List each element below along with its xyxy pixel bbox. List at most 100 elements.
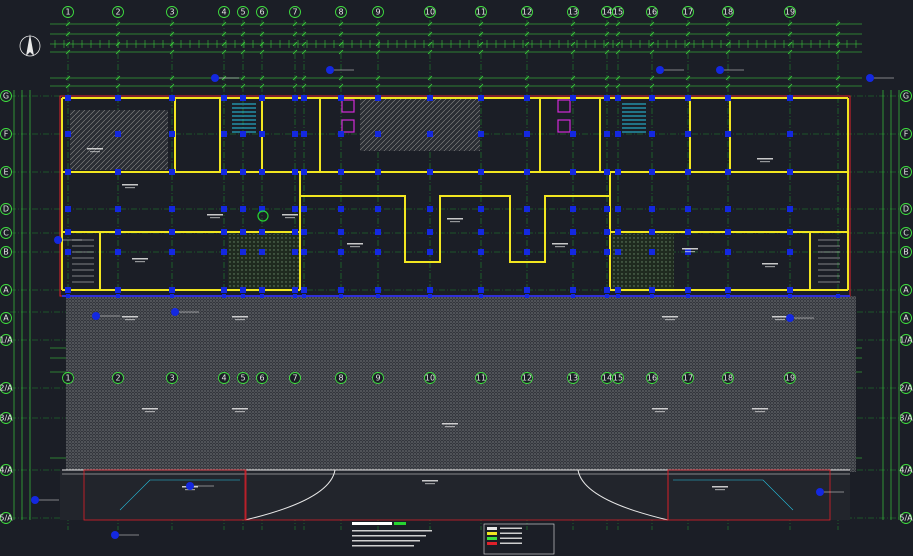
axis-bubble-left-label: 2/A bbox=[0, 384, 13, 393]
dimension-tick bbox=[375, 41, 381, 47]
column bbox=[338, 131, 344, 137]
dimension-tick bbox=[301, 75, 307, 81]
axis-bubble-top-label: 11 bbox=[476, 8, 486, 17]
axis-bubble-top-label: 9 bbox=[375, 8, 380, 17]
axis-bubble-top bbox=[166, 6, 178, 18]
dimension-tick bbox=[240, 49, 246, 55]
annotation-mark bbox=[765, 266, 775, 268]
axis-bubble-top-label: 17 bbox=[683, 8, 693, 17]
column bbox=[338, 249, 344, 255]
dimension-tick bbox=[787, 75, 793, 81]
dimension-tick bbox=[478, 41, 484, 47]
column bbox=[65, 249, 71, 255]
dimension-tick bbox=[787, 83, 793, 89]
boundary-line bbox=[83, 469, 247, 521]
lobby-hatch bbox=[360, 97, 480, 151]
dimension-tick bbox=[570, 31, 576, 37]
dimension-tick bbox=[725, 75, 731, 81]
ramp-curve bbox=[244, 469, 336, 521]
axis-bubble-right bbox=[900, 512, 912, 524]
elevator-shaft bbox=[341, 99, 355, 113]
column bbox=[615, 229, 621, 235]
column bbox=[788, 294, 792, 298]
annotation-mark bbox=[760, 161, 770, 163]
axis-bubble-left-label: F bbox=[4, 130, 9, 139]
annotation-mark bbox=[232, 316, 248, 318]
dimension-tick bbox=[835, 49, 841, 55]
axis-bubble-bottom bbox=[475, 372, 487, 384]
column bbox=[524, 169, 530, 175]
column bbox=[221, 169, 227, 175]
axis-bubble-top bbox=[612, 6, 624, 18]
axis-bubble-left bbox=[0, 90, 12, 102]
drawing-note-line bbox=[352, 530, 432, 532]
column bbox=[649, 206, 655, 212]
inner-wall bbox=[300, 171, 611, 290]
dimension-tick bbox=[292, 21, 298, 27]
annotation-mark bbox=[122, 184, 138, 186]
annotation-mark bbox=[90, 151, 100, 153]
axis-bubble-right bbox=[900, 464, 912, 476]
axis-bubble-bottom bbox=[112, 372, 124, 384]
dimension-tick bbox=[65, 41, 71, 47]
dimension-tick bbox=[649, 41, 655, 47]
column bbox=[259, 131, 265, 137]
ramp-curve bbox=[577, 469, 669, 521]
axis-bubble-left-label: C bbox=[3, 229, 9, 238]
annotation-mark bbox=[145, 411, 155, 413]
north-arrow-pointer bbox=[26, 34, 34, 56]
dimension-tick bbox=[375, 49, 381, 55]
axis-bubble-right bbox=[900, 312, 912, 324]
dimension-tick bbox=[725, 83, 731, 89]
axis-bubble-top-label: 14 bbox=[602, 8, 612, 17]
column bbox=[375, 206, 381, 212]
axis-bubble-bottom bbox=[612, 372, 624, 384]
dimension-tick bbox=[221, 49, 227, 55]
dimension-tick bbox=[478, 49, 484, 55]
axis-bubble-bottom-label: 8 bbox=[338, 374, 343, 383]
column bbox=[292, 169, 298, 175]
dimension-tick bbox=[375, 75, 381, 81]
axis-bubble-bottom-label: 17 bbox=[683, 374, 693, 383]
column bbox=[605, 294, 609, 298]
dimension-tick bbox=[301, 83, 307, 89]
dimension-tick bbox=[524, 21, 530, 27]
column bbox=[725, 95, 731, 101]
dimension-tick bbox=[259, 31, 265, 37]
dimension-tick bbox=[115, 83, 121, 89]
axis-bubble-top bbox=[256, 6, 268, 18]
column bbox=[376, 294, 380, 298]
axis-bubble-left-label: G bbox=[3, 92, 9, 101]
dimension-tick bbox=[259, 49, 265, 55]
column bbox=[616, 294, 620, 298]
dimension-tick bbox=[292, 75, 298, 81]
annotation-mark bbox=[442, 423, 458, 425]
north-arrow-icon bbox=[19, 34, 41, 57]
axis-bubble-left bbox=[0, 128, 12, 140]
dimension-tick bbox=[65, 75, 71, 81]
dimension-tick bbox=[427, 75, 433, 81]
callout-marker bbox=[92, 312, 100, 320]
dimension-tick bbox=[292, 49, 298, 55]
dimension-tick bbox=[115, 21, 121, 27]
column bbox=[115, 249, 121, 255]
column bbox=[169, 169, 175, 175]
axis-bubble-bottom-label: 3 bbox=[169, 374, 174, 383]
dimension-tick bbox=[835, 83, 841, 89]
legend-frame bbox=[483, 523, 555, 555]
axis-bubble-right bbox=[900, 246, 912, 258]
axis-bubble-top bbox=[372, 6, 384, 18]
annotation-mark bbox=[347, 243, 363, 245]
axis-bubble-right-label: A bbox=[903, 314, 909, 323]
column bbox=[301, 95, 307, 101]
column bbox=[116, 294, 120, 298]
dimension-tick bbox=[338, 75, 344, 81]
column bbox=[604, 287, 610, 293]
column bbox=[259, 287, 265, 293]
axis-bubble-bottom bbox=[372, 372, 384, 384]
axis-bubble-left-label: 3/A bbox=[0, 414, 13, 423]
